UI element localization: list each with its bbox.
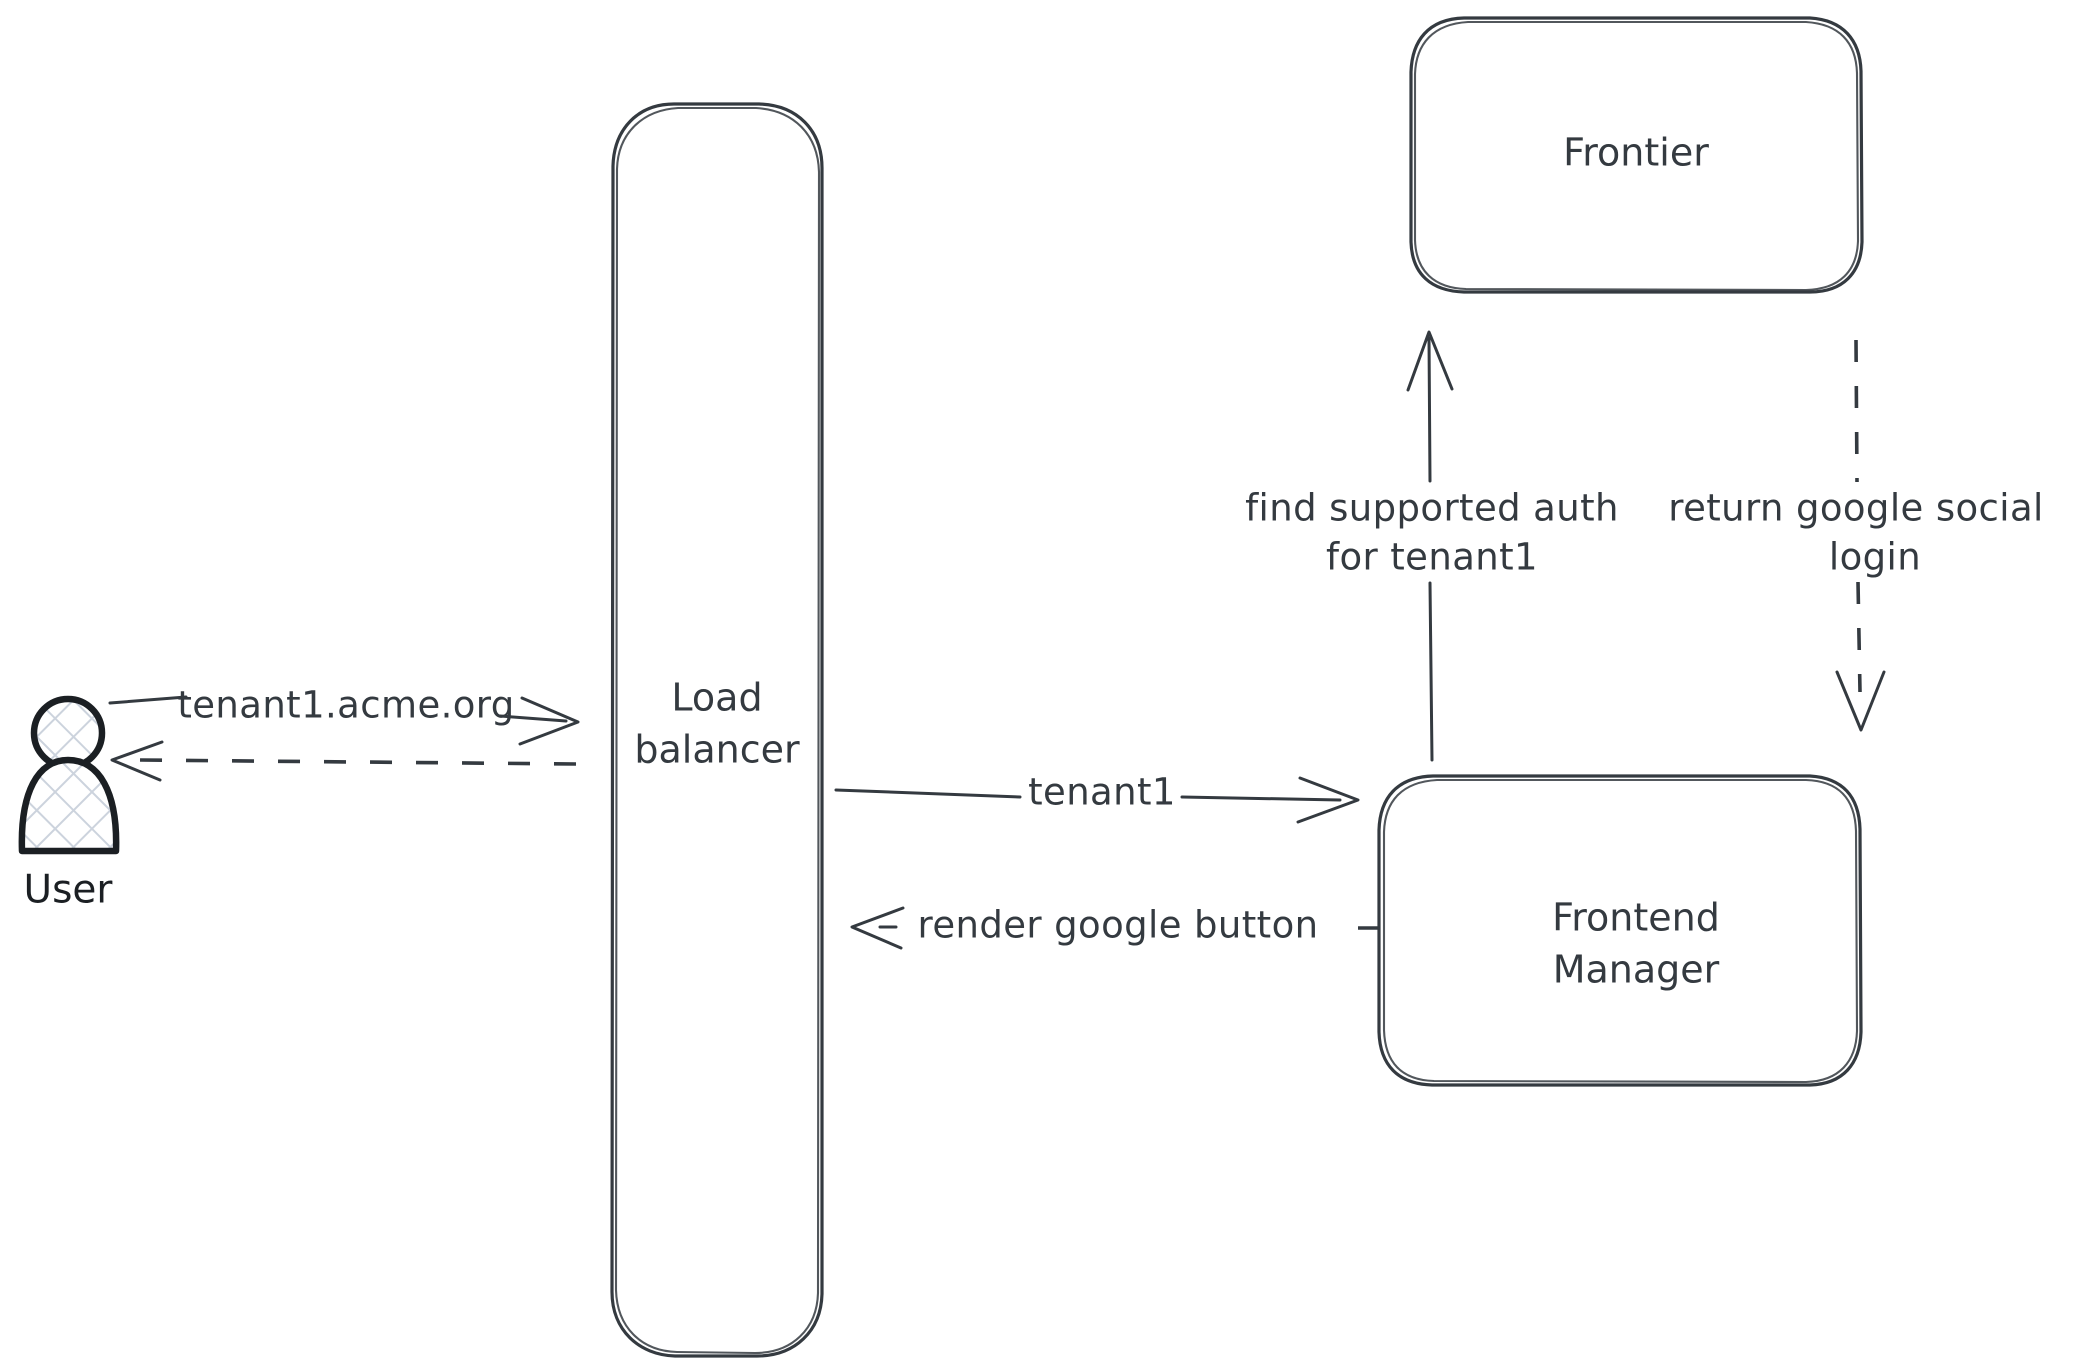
node-load-balancer[interactable]: Load balancer [610,102,824,1358]
edge-user-to-lb-line-left [108,695,188,705]
edge-lb-to-fm-label: tenant1 [1028,771,1176,814]
user-body-icon [18,756,120,855]
edge-frontier-to-fm-line-lower [1856,581,1862,693]
edge-user-to-lb-label: tenant1.acme.org [177,684,514,727]
edge-lb-to-fm-arrowhead [1296,776,1360,824]
edge-frontier-to-fm-label-line1: return google social [1668,487,2043,530]
edge-user-to-load-balancer[interactable]: tenant1.acme.org [108,684,580,746]
edge-frontend-manager-to-frontier[interactable]: find supported auth for tenant1 [1245,330,1619,762]
edge-lb-to-frontend-manager[interactable]: tenant1 [834,771,1360,824]
actor-user[interactable]: User [18,695,120,913]
edge-lb-to-user-arrowhead [110,740,164,782]
edge-fm-to-lb-label: render google button [918,904,1319,947]
edge-frontier-to-fm-arrowhead [1835,670,1886,732]
edge-lb-to-fm-line-right [1180,795,1342,802]
edge-lb-to-fm-line-left [834,788,1022,799]
edge-fm-to-frontier-line-lower [1428,581,1434,762]
edge-fm-to-frontier-label-line1: find supported auth [1245,487,1619,530]
frontend-manager-label-line2: Manager [1553,948,1720,992]
edge-frontier-to-fm-label-line2: login [1829,536,1921,579]
edge-user-to-lb-arrowhead [518,696,580,746]
frontier-shape-sketch [1413,20,1860,292]
edge-fm-to-frontier-label-line2: for tenant1 [1326,536,1538,579]
edge-frontend-manager-to-lb[interactable]: render google button [850,904,1380,950]
edge-fm-to-frontier-arrowhead [1406,330,1454,392]
load-balancer-label-line1: Load [671,676,762,720]
edge-load-balancer-to-user[interactable] [110,740,577,782]
load-balancer-label-line2: balancer [634,728,800,772]
edge-user-to-lb-line-right [498,714,568,723]
frontier-label: Frontier [1563,131,1709,175]
load-balancer-shape [610,102,824,1358]
edge-lb-to-user-line [139,758,577,766]
frontend-manager-shape [1377,774,1863,1087]
frontend-manager-shape-sketch [1382,778,1859,1084]
edge-frontier-to-frontend-manager[interactable]: return google social login [1668,339,2043,732]
frontend-manager-label-line1: Frontend [1552,896,1720,940]
node-frontend-manager[interactable]: Frontend Manager [1377,774,1863,1087]
user-label: User [24,868,114,913]
edge-fm-to-frontier-line-upper [1427,336,1432,483]
edge-fm-to-lb-arrowhead [850,906,905,950]
edge-frontier-to-fm-line-upper [1854,339,1859,483]
node-frontier[interactable]: Frontier [1409,16,1864,294]
frontier-shape [1409,16,1864,294]
load-balancer-shape-sketch [614,106,821,1355]
